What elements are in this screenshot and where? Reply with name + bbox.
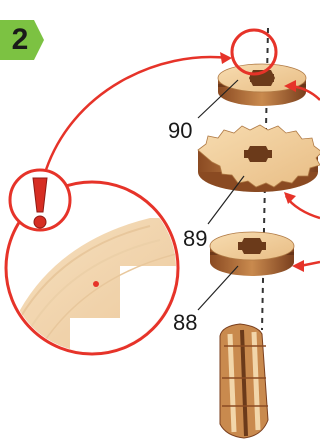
part-89-gear [198, 125, 320, 192]
part-label-88: 88 [173, 312, 197, 334]
leader-88 [198, 266, 238, 310]
part-88-washer [210, 232, 294, 276]
step-number: 2 [8, 22, 32, 58]
exclamation-mark-icon [10, 170, 70, 230]
part-label-89: 89 [183, 228, 207, 250]
axle-post [220, 324, 268, 438]
detail-marker-dot [93, 281, 99, 287]
part-label-90: 90 [168, 120, 192, 142]
